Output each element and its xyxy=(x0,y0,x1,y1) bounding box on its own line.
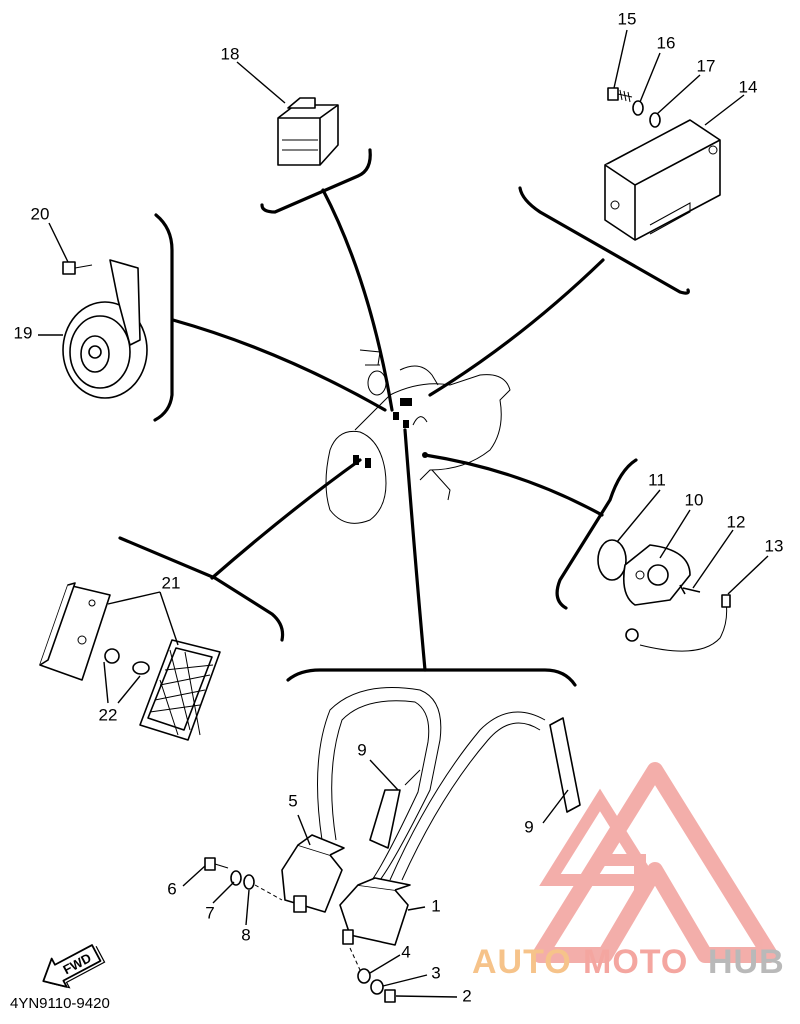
callout-17: 17 xyxy=(697,56,716,75)
diagram-code: 4YN9110-9420 xyxy=(10,995,110,1012)
callout-2: 2 xyxy=(462,986,471,1005)
callout-7: 7 xyxy=(205,903,214,922)
callout-12: 12 xyxy=(727,512,746,531)
callout-11: 11 xyxy=(648,470,666,489)
cdi-unit xyxy=(604,119,721,241)
callout-1: 1 xyxy=(431,896,440,915)
callout-leaders xyxy=(38,29,769,998)
reflectors xyxy=(39,582,221,741)
callout-14: 14 xyxy=(739,77,758,96)
callout-20: 20 xyxy=(31,204,50,223)
watermark-logo xyxy=(532,762,778,963)
leader-lines xyxy=(171,188,605,672)
callout-19: 19 xyxy=(14,323,33,342)
callout-labels: 1 2 3 4 5 6 7 8 9 9 10 11 12 13 14 15 16… xyxy=(14,9,784,1005)
callout-9-right: 9 xyxy=(524,817,533,836)
callout-15: 15 xyxy=(618,9,637,28)
motorcycle-silhouette xyxy=(325,349,511,524)
watermark-part-hub: HUB xyxy=(708,943,785,981)
callout-3: 3 xyxy=(431,963,440,982)
callout-8: 8 xyxy=(241,925,250,944)
callout-13: 13 xyxy=(765,536,784,555)
group-brackets xyxy=(118,148,690,687)
callout-22: 22 xyxy=(99,705,118,724)
neutral-switch-assy xyxy=(597,539,731,652)
callout-10: 10 xyxy=(685,490,704,509)
relay-unit xyxy=(277,97,339,166)
callout-5: 5 xyxy=(288,791,297,810)
watermark-part-auto: AUTO xyxy=(472,943,572,981)
callout-9-left: 9 xyxy=(357,740,366,759)
ignition-coil-assy xyxy=(204,687,581,1003)
callout-21: 21 xyxy=(162,573,181,592)
watermark-text: AUTO MOTO HUB xyxy=(472,943,785,981)
callout-18: 18 xyxy=(221,44,240,63)
callout-16: 16 xyxy=(657,33,676,52)
forward-arrow: FWD xyxy=(42,944,106,989)
horn xyxy=(62,259,148,399)
watermark-part-moto: MOTO xyxy=(583,943,688,981)
callout-6: 6 xyxy=(167,879,176,898)
cdi-screw-set xyxy=(607,87,661,128)
callout-4: 4 xyxy=(401,942,410,961)
